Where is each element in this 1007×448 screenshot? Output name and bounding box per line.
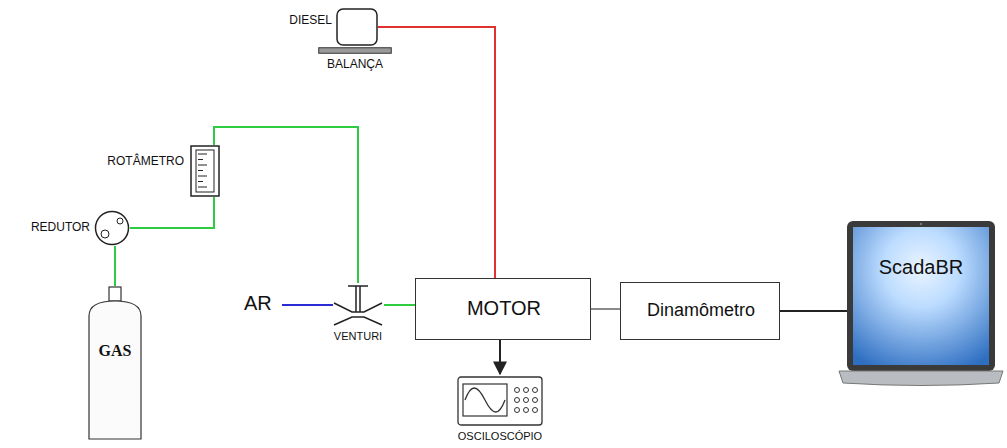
pressure-reducer: REDUTOR	[6, 208, 134, 248]
node-label: BALANÇA	[316, 58, 394, 72]
diesel-tank-shape	[336, 8, 378, 46]
node-label: Dinamômetro	[621, 300, 781, 321]
scale: BALANÇA	[316, 46, 394, 76]
node-label: GAS	[86, 342, 144, 360]
air-inlet-label: AR	[244, 292, 272, 315]
node-label: ROTÂMETRO	[76, 155, 184, 169]
node-label: REDUTOR	[6, 221, 90, 235]
node-label: ScadaBR	[838, 256, 1004, 279]
pipe-connector	[591, 308, 620, 310]
pipe-connector	[384, 304, 415, 306]
pipe-connector	[130, 197, 214, 228]
rotameter: ROTÂMETRO	[76, 143, 224, 199]
pipe-connector	[499, 340, 501, 374]
pipe-connector	[378, 27, 495, 278]
node-label: DIESEL	[250, 14, 332, 28]
pipe-connector	[780, 310, 848, 312]
diesel-tank: DIESEL	[250, 6, 382, 48]
venturi-shape	[332, 283, 384, 327]
dynamometer-box: Dinamômetro	[620, 282, 780, 340]
gas-cylinder: GAS	[86, 286, 144, 442]
oscilloscope: OSCILOSCÓPIO	[444, 376, 556, 446]
engine-box: MOTOR	[415, 278, 591, 340]
node-label: MOTOR	[416, 297, 592, 320]
pipe-connector	[114, 246, 116, 286]
pressure-reducer-shape	[94, 210, 130, 246]
pipe-connector	[214, 127, 358, 283]
air-line	[282, 304, 333, 306]
laptop: ScadaBR	[838, 220, 1004, 388]
rotameter-shape	[190, 145, 220, 197]
venturi: VENTURI	[326, 283, 390, 347]
oscilloscope-shape	[457, 376, 543, 426]
scale-shape	[318, 47, 392, 54]
node-label: VENTURI	[326, 330, 390, 343]
gas-cylinder-shape	[86, 286, 144, 442]
node-label: OSCILOSCÓPIO	[444, 430, 556, 443]
laptop-shape	[838, 220, 1004, 388]
